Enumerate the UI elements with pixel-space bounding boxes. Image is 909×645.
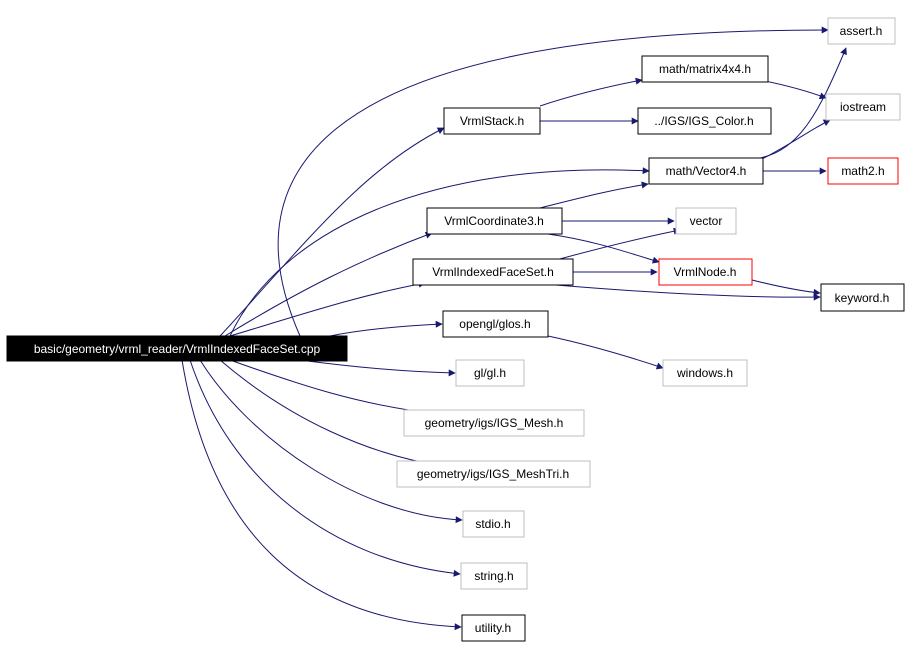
node-iostream-label: iostream — [840, 100, 886, 114]
node-string-h[interactable]: string.h — [460, 562, 528, 590]
node-opengl-glos-h-label: opengl/glos.h — [459, 317, 530, 331]
node-vrmlindexedfaceset-h-label: VrmlIndexedFaceSet.h — [432, 265, 554, 279]
node-root-cpp[interactable]: basic/geometry/vrml_reader/VrmlIndexedFa… — [6, 335, 348, 362]
edge-root-to-assert-h — [277, 26, 829, 337]
edge-root-to-vector4-h — [229, 167, 650, 337]
node-vrmlcoordinate3-h-label: VrmlCoordinate3.h — [444, 214, 544, 228]
node-igs-color-h-label: ../IGS/IGS_Color.h — [654, 114, 753, 128]
edge-matrix4x4-to-iostream — [759, 79, 827, 100]
node-gl-gl-h[interactable]: gl/gl.h — [455, 359, 525, 387]
node-assert-h-label: assert.h — [840, 24, 883, 38]
node-igs-color-h[interactable]: ../IGS/IGS_Color.h — [637, 107, 772, 135]
node-igs-meshtri-h-label: geometry/igs/IGS_MeshTri.h — [417, 467, 569, 481]
node-keyword-h-label: keyword.h — [835, 291, 890, 305]
node-math-vector4-h[interactable]: math/Vector4.h — [648, 157, 764, 185]
edge-vrmlnode-to-keyword — [751, 279, 821, 296]
node-math-matrix4x4-h-label: math/matrix4x4.h — [659, 62, 751, 76]
edge-root-to-igs-mesh-h — [229, 359, 438, 417]
node-igs-meshtri-h[interactable]: geometry/igs/IGS_MeshTri.h — [396, 460, 591, 488]
node-vrmlcoordinate3-h[interactable]: VrmlCoordinate3.h — [426, 207, 563, 235]
edge-vrmlifs-to-vector — [555, 227, 681, 261]
node-gl-gl-h-label: gl/gl.h — [474, 366, 506, 380]
edge-vector4-to-iostream — [759, 119, 831, 161]
edge-glos-to-windows — [547, 335, 664, 370]
node-math-vector4-h-label: math/Vector4.h — [666, 164, 747, 178]
node-windows-h[interactable]: windows.h — [662, 359, 748, 387]
node-vrmlnode-h[interactable]: VrmlNode.h — [658, 258, 753, 286]
node-iostream[interactable]: iostream — [825, 93, 901, 121]
node-math2-h[interactable]: math2.h — [827, 157, 899, 185]
edge-root-to-vrmlindexedfaceset-h — [229, 280, 426, 337]
node-igs-mesh-h[interactable]: geometry/igs/IGS_Mesh.h — [403, 409, 585, 437]
edge-root-to-vrmlcoordinate3-h — [224, 231, 433, 337]
node-utility-h-label: utility.h — [475, 621, 511, 635]
node-root-cpp-label: basic/geometry/vrml_reader/VrmlIndexedFa… — [34, 342, 321, 356]
node-vector[interactable]: vector — [675, 207, 737, 235]
edge-root-to-stdio-h — [199, 359, 463, 524]
edge-root-to-gl-gl-h — [299, 359, 456, 377]
edge-vrmlifs-to-keyword — [555, 284, 821, 301]
edge-root-to-string-h — [189, 359, 461, 577]
edge-root-to-utility-h — [181, 359, 462, 631]
node-vector-label: vector — [690, 214, 723, 228]
edge-vrmlstack-to-matrix4x4 — [539, 77, 643, 107]
edge-vrmlcoord-to-vector4 — [539, 181, 649, 209]
edge-root-to-vrmlstack-h — [219, 127, 445, 337]
edge-vrmlcoord-to-vrmlnode — [547, 233, 660, 264]
edge-vector4-to-assert — [759, 47, 847, 159]
node-windows-h-label: windows.h — [676, 366, 733, 380]
node-opengl-glos-h[interactable]: opengl/glos.h — [442, 310, 549, 338]
node-vrmlindexedfaceset-h[interactable]: VrmlIndexedFaceSet.h — [412, 258, 574, 286]
node-vrmlstack-h-label: VrmlStack.h — [460, 114, 524, 128]
node-igs-mesh-h-label: geometry/igs/IGS_Mesh.h — [425, 416, 564, 430]
node-math2-h-label: math2.h — [841, 164, 884, 178]
node-stdio-h[interactable]: stdio.h — [462, 510, 525, 538]
node-vrmlnode-h-label: VrmlNode.h — [674, 265, 737, 279]
edge-root-to-opengl-glos-h — [329, 320, 443, 337]
node-math-matrix4x4-h[interactable]: math/matrix4x4.h — [641, 55, 769, 83]
node-assert-h[interactable]: assert.h — [827, 17, 896, 45]
node-string-h-label: string.h — [474, 569, 513, 583]
node-keyword-h[interactable]: keyword.h — [820, 283, 905, 312]
node-stdio-h-label: stdio.h — [475, 517, 510, 531]
node-utility-h[interactable]: utility.h — [461, 614, 526, 642]
node-vrmlstack-h[interactable]: VrmlStack.h — [443, 107, 541, 135]
